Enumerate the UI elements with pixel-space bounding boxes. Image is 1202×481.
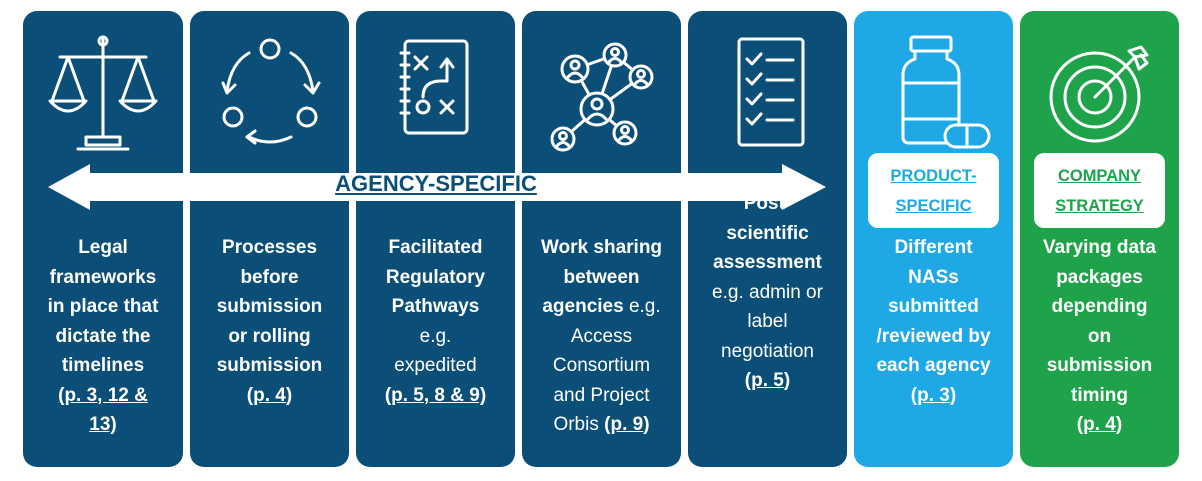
page-link[interactable]: p. 4 [1083,414,1116,435]
medicine-bottle-icon [854,29,1013,159]
category-tag: PRODUCT-SPECIFIC [868,153,999,228]
network-icon [522,29,681,159]
strategy-board-icon [356,29,515,159]
page-link[interactable]: (p. 5, 8 & 9) [384,384,487,406]
target-icon [1020,29,1179,159]
cycle-icon [190,29,349,159]
page-link[interactable]: p. 3 [917,384,950,406]
arrow-label: AGENCY-SPECIFIC [335,171,537,196]
page-link[interactable]: p. 4 [253,384,286,406]
checklist-icon [688,29,847,159]
page-link[interactable]: p. 5 [751,370,784,391]
page-link[interactable]: 13) [89,414,117,435]
page-link[interactable]: p. 9 [610,414,644,435]
page-link[interactable]: (p. 3, 12 & [58,384,148,406]
scales-icon [23,29,183,159]
